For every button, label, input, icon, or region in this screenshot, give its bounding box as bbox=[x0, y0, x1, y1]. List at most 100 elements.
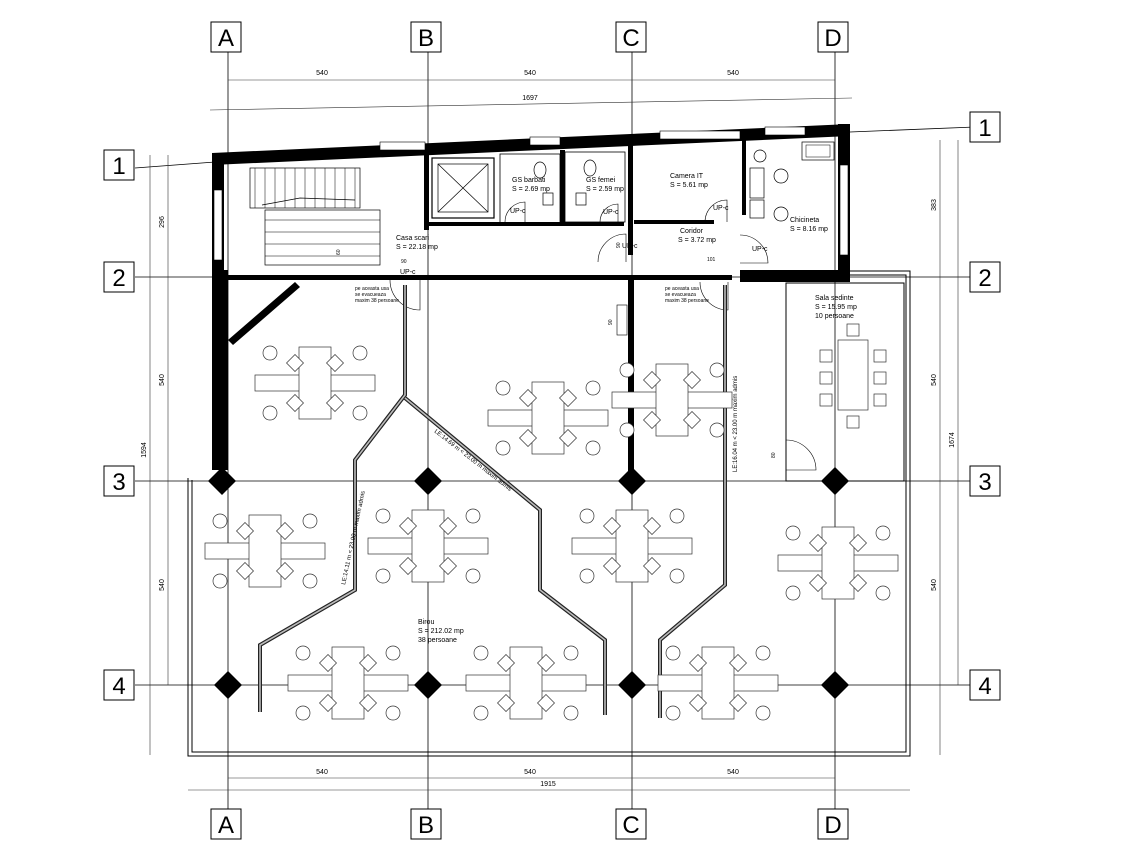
room-stair-name: Casa scari bbox=[396, 235, 430, 242]
room-kitchen-name: Chicineta bbox=[790, 217, 819, 224]
room-gs-women-name: GS femei bbox=[586, 177, 616, 184]
grid-bubble-top-B: B bbox=[410, 21, 442, 53]
dim-right-1: 383 bbox=[931, 199, 938, 211]
room-corridor-name: Coridor bbox=[680, 228, 704, 235]
upc-label-corridor: UP-c bbox=[622, 243, 638, 250]
room-office-area: S = 212.02 mp bbox=[418, 628, 464, 635]
grid-label: B bbox=[418, 25, 434, 52]
grid-bubble-bottom-B: B bbox=[410, 808, 442, 840]
escape-route-label-3: LE:16.04 m < 23.00 m maxim admis bbox=[733, 376, 739, 472]
dim-bottom-2: 540 bbox=[524, 769, 536, 776]
grid-bubble-right-1: 1 bbox=[969, 111, 1001, 143]
grid-bubble-bottom-D: D bbox=[817, 808, 849, 840]
workstation-cluster bbox=[571, 508, 693, 584]
dim-left-3: 540 bbox=[159, 579, 166, 591]
evac-note-2-line1: pe aceasta usa bbox=[665, 286, 699, 292]
room-office-capacity: 38 persoane bbox=[418, 637, 457, 644]
room-it-name: Camera IT bbox=[670, 173, 704, 180]
workstation-cluster bbox=[367, 508, 489, 584]
grid-label: C bbox=[622, 812, 639, 839]
room-meeting-area: S = 15.95 mp bbox=[815, 304, 857, 311]
doors bbox=[389, 199, 817, 471]
dim-top-1: 540 bbox=[316, 70, 328, 77]
grid-bubble-right-2: 2 bbox=[969, 261, 1001, 293]
workstation-cluster bbox=[465, 645, 587, 721]
evac-note-2-line3: maxim 38 persoane bbox=[665, 298, 709, 304]
windows bbox=[213, 126, 849, 261]
grid-label: 1 bbox=[112, 153, 125, 180]
room-kitchen-area: S = 8.16 mp bbox=[790, 226, 828, 233]
upc-label-it: UP-c bbox=[713, 205, 729, 212]
escape-route-label-2: LE:14.69 m < 23.00 m maxim admis bbox=[433, 429, 513, 493]
room-meeting-capacity: 10 persoane bbox=[815, 313, 854, 320]
grid-label: 4 bbox=[112, 673, 125, 700]
grid-label: A bbox=[218, 25, 234, 52]
dim-top-3: 540 bbox=[727, 70, 739, 77]
room-meeting-name: Sala sedinte bbox=[815, 295, 854, 302]
grid-bubble-right-4: 4 bbox=[969, 669, 1001, 701]
evac-note-1-line1: pe aceasta usa bbox=[355, 286, 389, 292]
evac-note-1-line2: se evacueaza bbox=[355, 292, 386, 298]
columns bbox=[208, 467, 849, 699]
grid-bubble-top-A: A bbox=[210, 21, 242, 53]
workstation-cluster bbox=[204, 513, 326, 589]
grid-bubble-left-3: 3 bbox=[103, 465, 135, 497]
dim-bottom-3: 540 bbox=[727, 769, 739, 776]
grid-bubble-left-2: 2 bbox=[103, 261, 135, 293]
grid-label: 1 bbox=[978, 115, 991, 142]
door-size-corridor: 101 bbox=[707, 257, 716, 263]
grid-label: 3 bbox=[112, 469, 125, 496]
upc-label-stair: UP-c bbox=[400, 269, 416, 276]
dim-right-3: 540 bbox=[931, 579, 938, 591]
workstation-cluster bbox=[657, 645, 779, 721]
door-size-partition: 90 bbox=[608, 319, 614, 325]
grid-bubble-bottom-C: C bbox=[615, 808, 647, 840]
dim-bottom-1: 540 bbox=[316, 769, 328, 776]
grid-bubble-bottom-A: A bbox=[210, 808, 242, 840]
upc-label-gs-women: UP-c bbox=[603, 209, 619, 216]
upc-label-kitchen: UP-c bbox=[752, 246, 768, 253]
dim-left-2: 540 bbox=[159, 374, 166, 386]
grid-label: D bbox=[824, 812, 841, 839]
grid-bubble-right-3: 3 bbox=[969, 465, 1001, 497]
room-it-area: S = 5.61 mp bbox=[670, 182, 708, 189]
dim-left-overall: 1594 bbox=[141, 442, 148, 458]
grid-label: B bbox=[418, 812, 434, 839]
grid-label: 3 bbox=[978, 469, 991, 496]
grid-label: 4 bbox=[978, 673, 991, 700]
dim-right-overall: 1674 bbox=[949, 432, 956, 448]
grid-label: 2 bbox=[112, 265, 125, 292]
room-stair-area: S = 22.18 mp bbox=[396, 244, 438, 251]
door-size-stair: 90 bbox=[401, 259, 407, 265]
workstation-cluster bbox=[777, 525, 899, 601]
grid-label: A bbox=[218, 812, 234, 839]
room-gs-women-area: S = 2.59 mp bbox=[586, 186, 624, 193]
room-corridor-area: S = 3.72 mp bbox=[678, 237, 716, 244]
workstation-cluster bbox=[287, 645, 409, 721]
door-size-corridor-side: 90 bbox=[616, 242, 622, 248]
elevator bbox=[431, 157, 495, 219]
grid-bubble-top-D: D bbox=[817, 21, 849, 53]
workstation-cluster bbox=[611, 362, 733, 438]
dimension-lines bbox=[149, 79, 959, 791]
dim-right-2: 540 bbox=[931, 374, 938, 386]
room-office-name: Birou bbox=[418, 619, 434, 626]
dim-top-2: 540 bbox=[524, 70, 536, 77]
wc-fixtures bbox=[499, 151, 626, 225]
door-size-stair-side: 60 bbox=[336, 249, 342, 255]
evac-note-2-line2: se evacueaza bbox=[665, 292, 696, 298]
grid-label: 2 bbox=[978, 265, 991, 292]
door-size-meeting: 80 bbox=[771, 452, 777, 458]
room-gs-men-area: S = 2.69 mp bbox=[512, 186, 550, 193]
kitchen-fixtures bbox=[749, 141, 835, 222]
workstation-cluster bbox=[254, 345, 376, 421]
grid-label: D bbox=[824, 25, 841, 52]
workstation-cluster bbox=[487, 380, 609, 456]
dim-bottom-overall: 1915 bbox=[540, 781, 556, 788]
grid-bubble-top-C: C bbox=[615, 21, 647, 53]
grid-bubble-left-1: 1 bbox=[103, 149, 135, 181]
grid-bubble-left-4: 4 bbox=[103, 669, 135, 701]
dim-top-overall: 1697 bbox=[522, 95, 538, 102]
dim-left-1: 296 bbox=[159, 216, 166, 228]
